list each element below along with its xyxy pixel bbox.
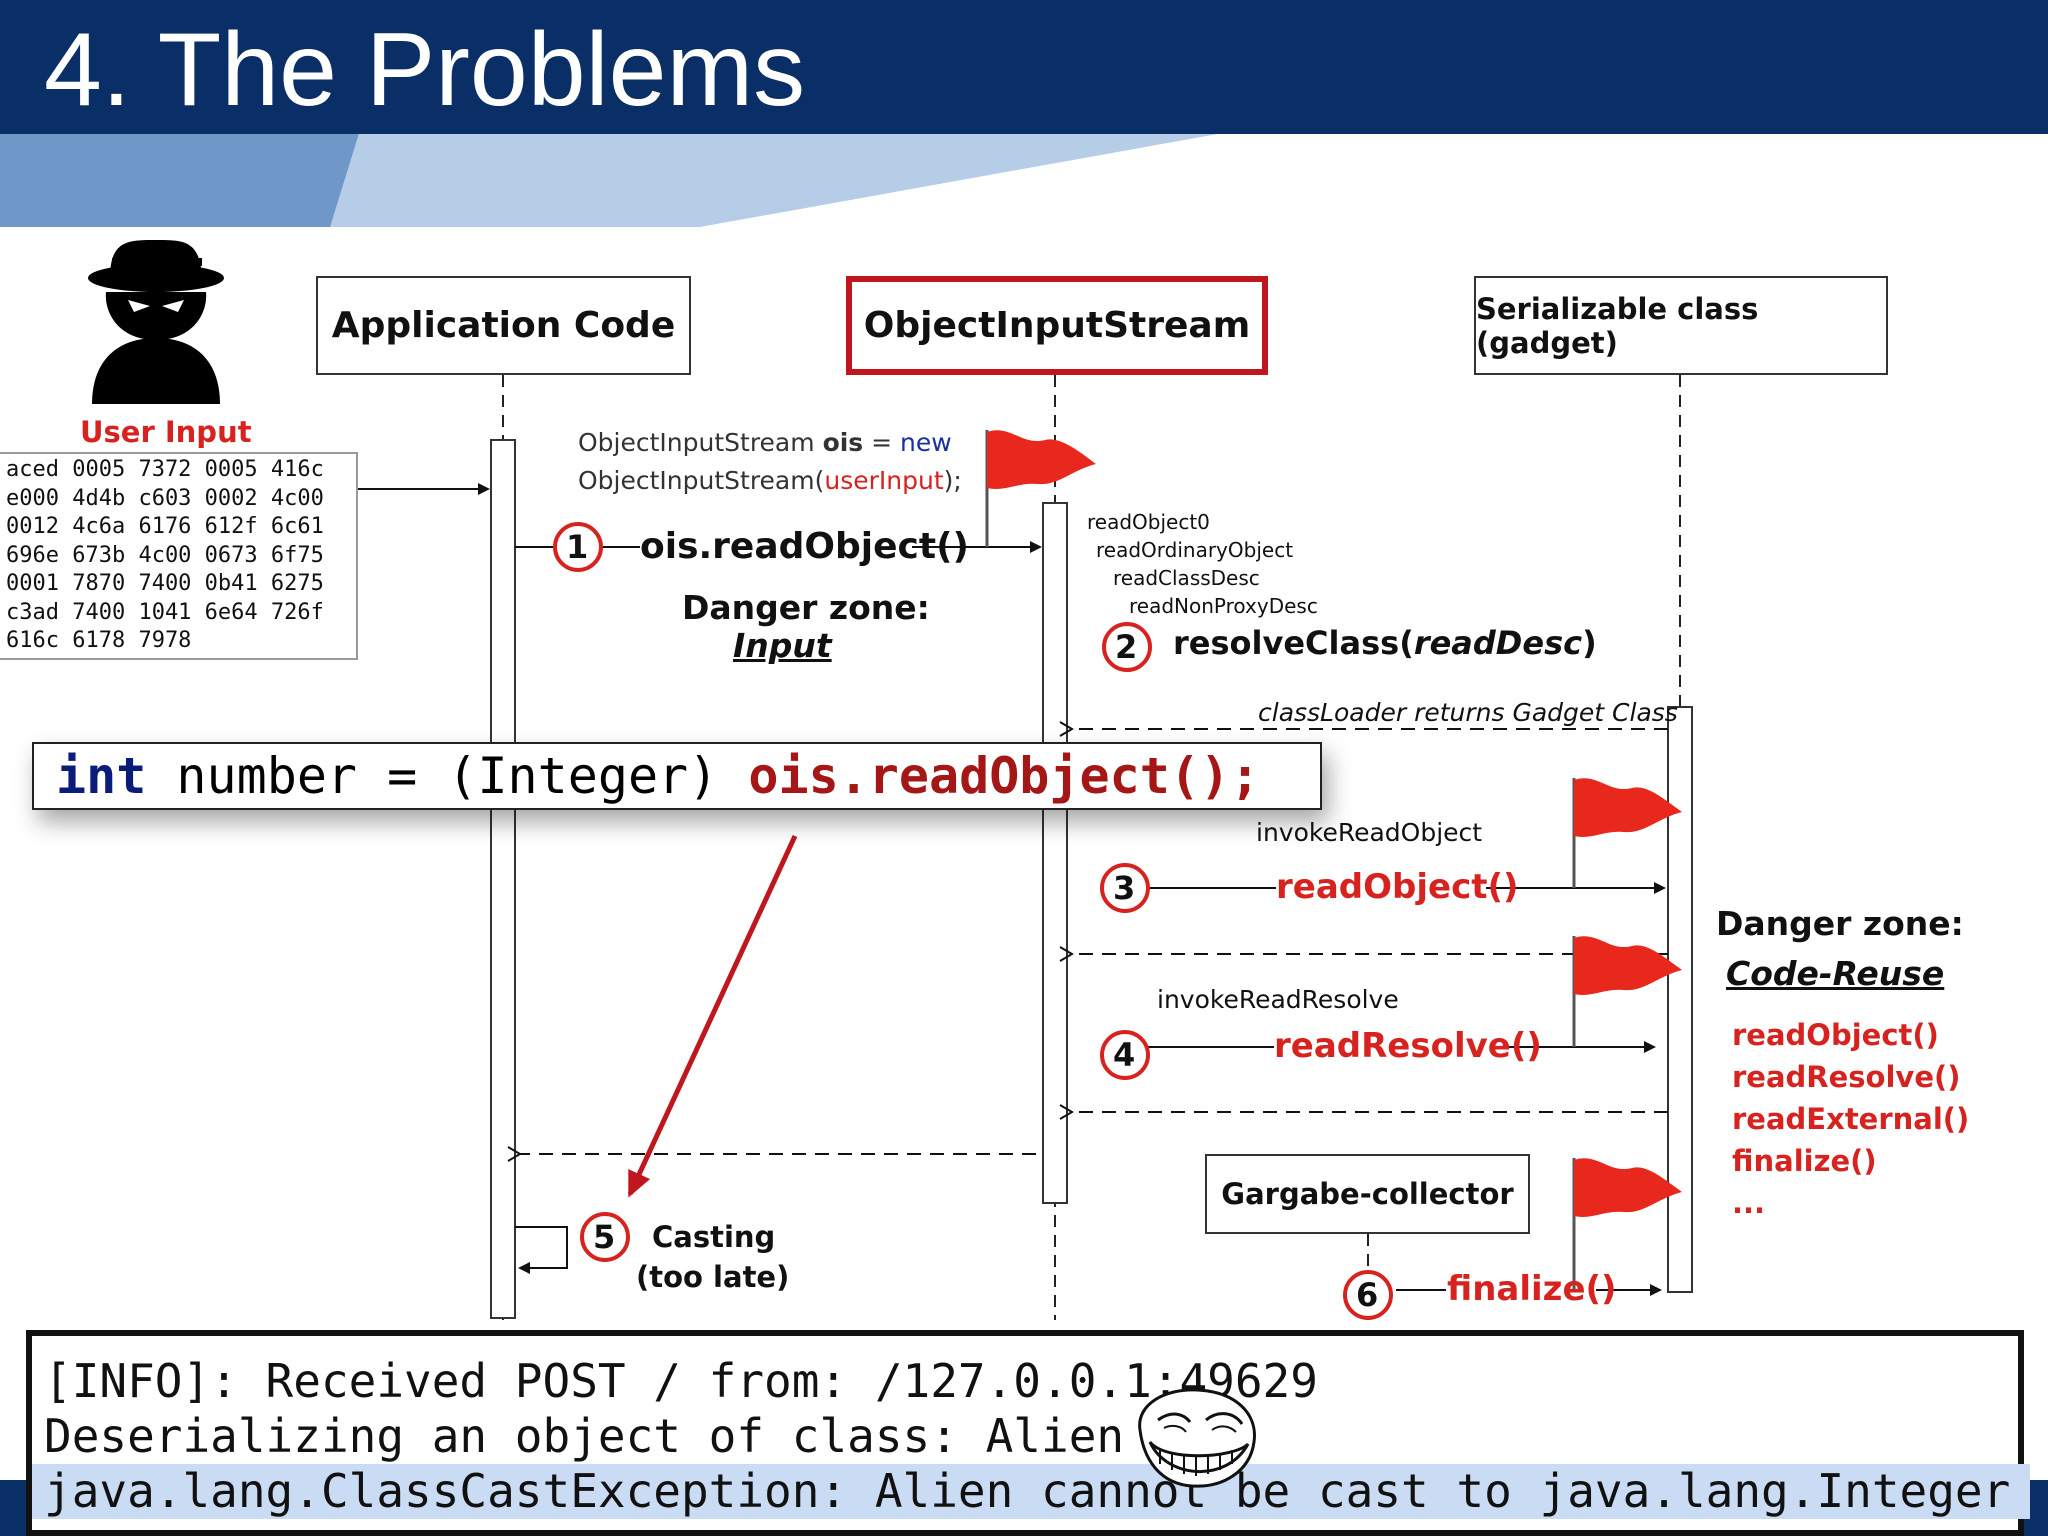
slide-title: 4. The Problems — [44, 12, 806, 128]
code-new-keyword: new — [900, 428, 952, 457]
actor-gadget-class: Serializable class (gadget) — [1474, 276, 1888, 375]
step2-call-pre: resolveClass( — [1173, 624, 1414, 662]
code-new-prefix2: ObjectInputStream( — [578, 466, 825, 495]
console-line-info: [INFO]: Received POST / from: /127.0.0.1… — [44, 1354, 1318, 1408]
actor-garbage-collector-label: Gargabe-collector — [1221, 1177, 1514, 1211]
step3-number: 3 — [1113, 869, 1136, 907]
console-log: [INFO]: Received POST / from: /127.0.0.1… — [26, 1330, 2030, 1536]
actor-gadget-class-label: Serializable class (gadget) — [1476, 291, 1759, 360]
activation-app — [490, 439, 516, 1319]
step1-call: ois.readObject() — [640, 526, 969, 567]
step4-call: readResolve() — [1274, 1026, 1542, 1066]
flag-icon-step6 — [1572, 1158, 1682, 1290]
call-stack-readnonproxydesc: readNonProxyDesc — [1129, 594, 1318, 618]
danger-reuse-method: readObject() — [1732, 1018, 1939, 1052]
flag-icon-step1 — [985, 430, 1096, 547]
step6-circle — [1343, 1270, 1393, 1320]
actor-application-code-label: Application Code — [331, 305, 676, 346]
actor-garbage-collector: Gargabe-collector — [1205, 1154, 1530, 1234]
code-new-eq: = — [863, 428, 901, 457]
activation-gadget — [1667, 706, 1693, 1293]
danger-reuse-method: readExternal() — [1732, 1102, 1970, 1136]
call-stack-readobject0: readObject0 — [1087, 510, 1210, 534]
danger-reuse-method: finalize() — [1732, 1144, 1877, 1178]
actor-application-code: Application Code — [316, 276, 691, 375]
hex-line: 696e 673b 4c00 0673 6f75 — [6, 542, 324, 568]
step1-number: 1 — [566, 528, 589, 566]
danger-reuse-method: readResolve() — [1732, 1060, 1961, 1094]
step5-label-line2: (too late) — [636, 1260, 790, 1294]
step6-call: finalize() — [1447, 1269, 1617, 1309]
step2-call-post: ) — [1582, 624, 1597, 662]
cast-code-line: int number = (Integer) ois.readObject(); — [32, 742, 1322, 810]
hex-line: aced 0005 7372 0005 416c — [6, 457, 324, 482]
classloader-return-label: classLoader returns Gadget Class — [1258, 698, 1678, 727]
danger-reuse-method: ... — [1732, 1186, 1766, 1220]
step2-call: resolveClass(readDesc) — [1173, 624, 1597, 662]
step5-number: 5 — [593, 1218, 616, 1256]
step3-call: readObject() — [1276, 867, 1519, 907]
cast-code-middle: number = (Integer) — [146, 747, 749, 805]
danger-reuse-title: Danger zone: — [1716, 904, 1964, 943]
step2-number: 2 — [1115, 628, 1138, 666]
step3-above-label: invokeReadObject — [1256, 818, 1483, 847]
step5-label-line1: Casting — [652, 1220, 776, 1254]
step4-above-label: invokeReadResolve — [1157, 985, 1399, 1014]
activation-ois — [1042, 502, 1068, 1204]
code-new-prefix1: ObjectInputStream — [578, 428, 823, 457]
code-new-suffix2: ); — [943, 466, 962, 495]
flag-icon-step3 — [1572, 778, 1682, 888]
arrow-self-cast — [515, 1226, 568, 1274]
actor-objectinputstream-label: ObjectInputStream — [863, 305, 1251, 346]
hacker-icon — [88, 240, 224, 404]
actor-objectinputstream: ObjectInputStream — [846, 276, 1268, 375]
step3-circle — [1100, 863, 1150, 913]
step5-circle — [580, 1212, 630, 1262]
step2-circle — [1102, 622, 1152, 672]
hex-line: c3ad 7400 1041 6e64 726f — [6, 599, 324, 625]
flag-icon-step4 — [1572, 936, 1682, 1047]
cast-code-keyword: int — [56, 747, 147, 805]
step2-call-arg: readDesc — [1413, 624, 1583, 662]
danger-input-title: Danger zone: — [682, 588, 930, 627]
hex-line: 616c 6178 7978 — [6, 628, 192, 653]
header-decor-band — [0, 130, 2048, 227]
step4-circle — [1100, 1030, 1150, 1080]
user-input-label: User Input — [80, 415, 252, 449]
troll-face-icon — [1138, 1388, 1256, 1488]
code-new-line1: ObjectInputStream ois = new — [578, 428, 952, 457]
danger-reuse-sub: Code-Reuse — [1726, 954, 1945, 993]
step1-circle — [553, 522, 603, 572]
call-stack-readordinaryobject: readOrdinaryObject — [1096, 538, 1294, 562]
code-new-line2: ObjectInputStream(userInput); — [578, 466, 962, 495]
step4-number: 4 — [1113, 1036, 1136, 1074]
hex-line: 0001 7870 7400 0b41 6275 — [6, 571, 324, 596]
cast-code-call: ois.readObject(); — [748, 747, 1261, 805]
slide-header: 4. The Problems — [0, 0, 2048, 130]
code-new-ois: ois — [822, 428, 864, 457]
hex-line: e000 4d4b c603 0002 4c00 — [6, 485, 324, 511]
console-line-exception: java.lang.ClassCastException: Alien cann… — [32, 1464, 2030, 1519]
user-input-hex-dump: aced 0005 7372 0005 416c e000 4d4b c603 … — [0, 452, 358, 660]
step6-number: 6 — [1356, 1276, 1379, 1314]
console-line-deserializing: Deserializing an object of class: Alien — [44, 1409, 1125, 1463]
arrow-cast-pointer — [627, 834, 798, 1198]
danger-input-sub: Input — [733, 626, 832, 665]
code-new-user-input: userInput — [824, 466, 944, 495]
call-stack-readclassdesc: readClassDesc — [1113, 566, 1260, 590]
hex-line: 0012 4c6a 6176 612f 6c61 — [6, 514, 324, 539]
